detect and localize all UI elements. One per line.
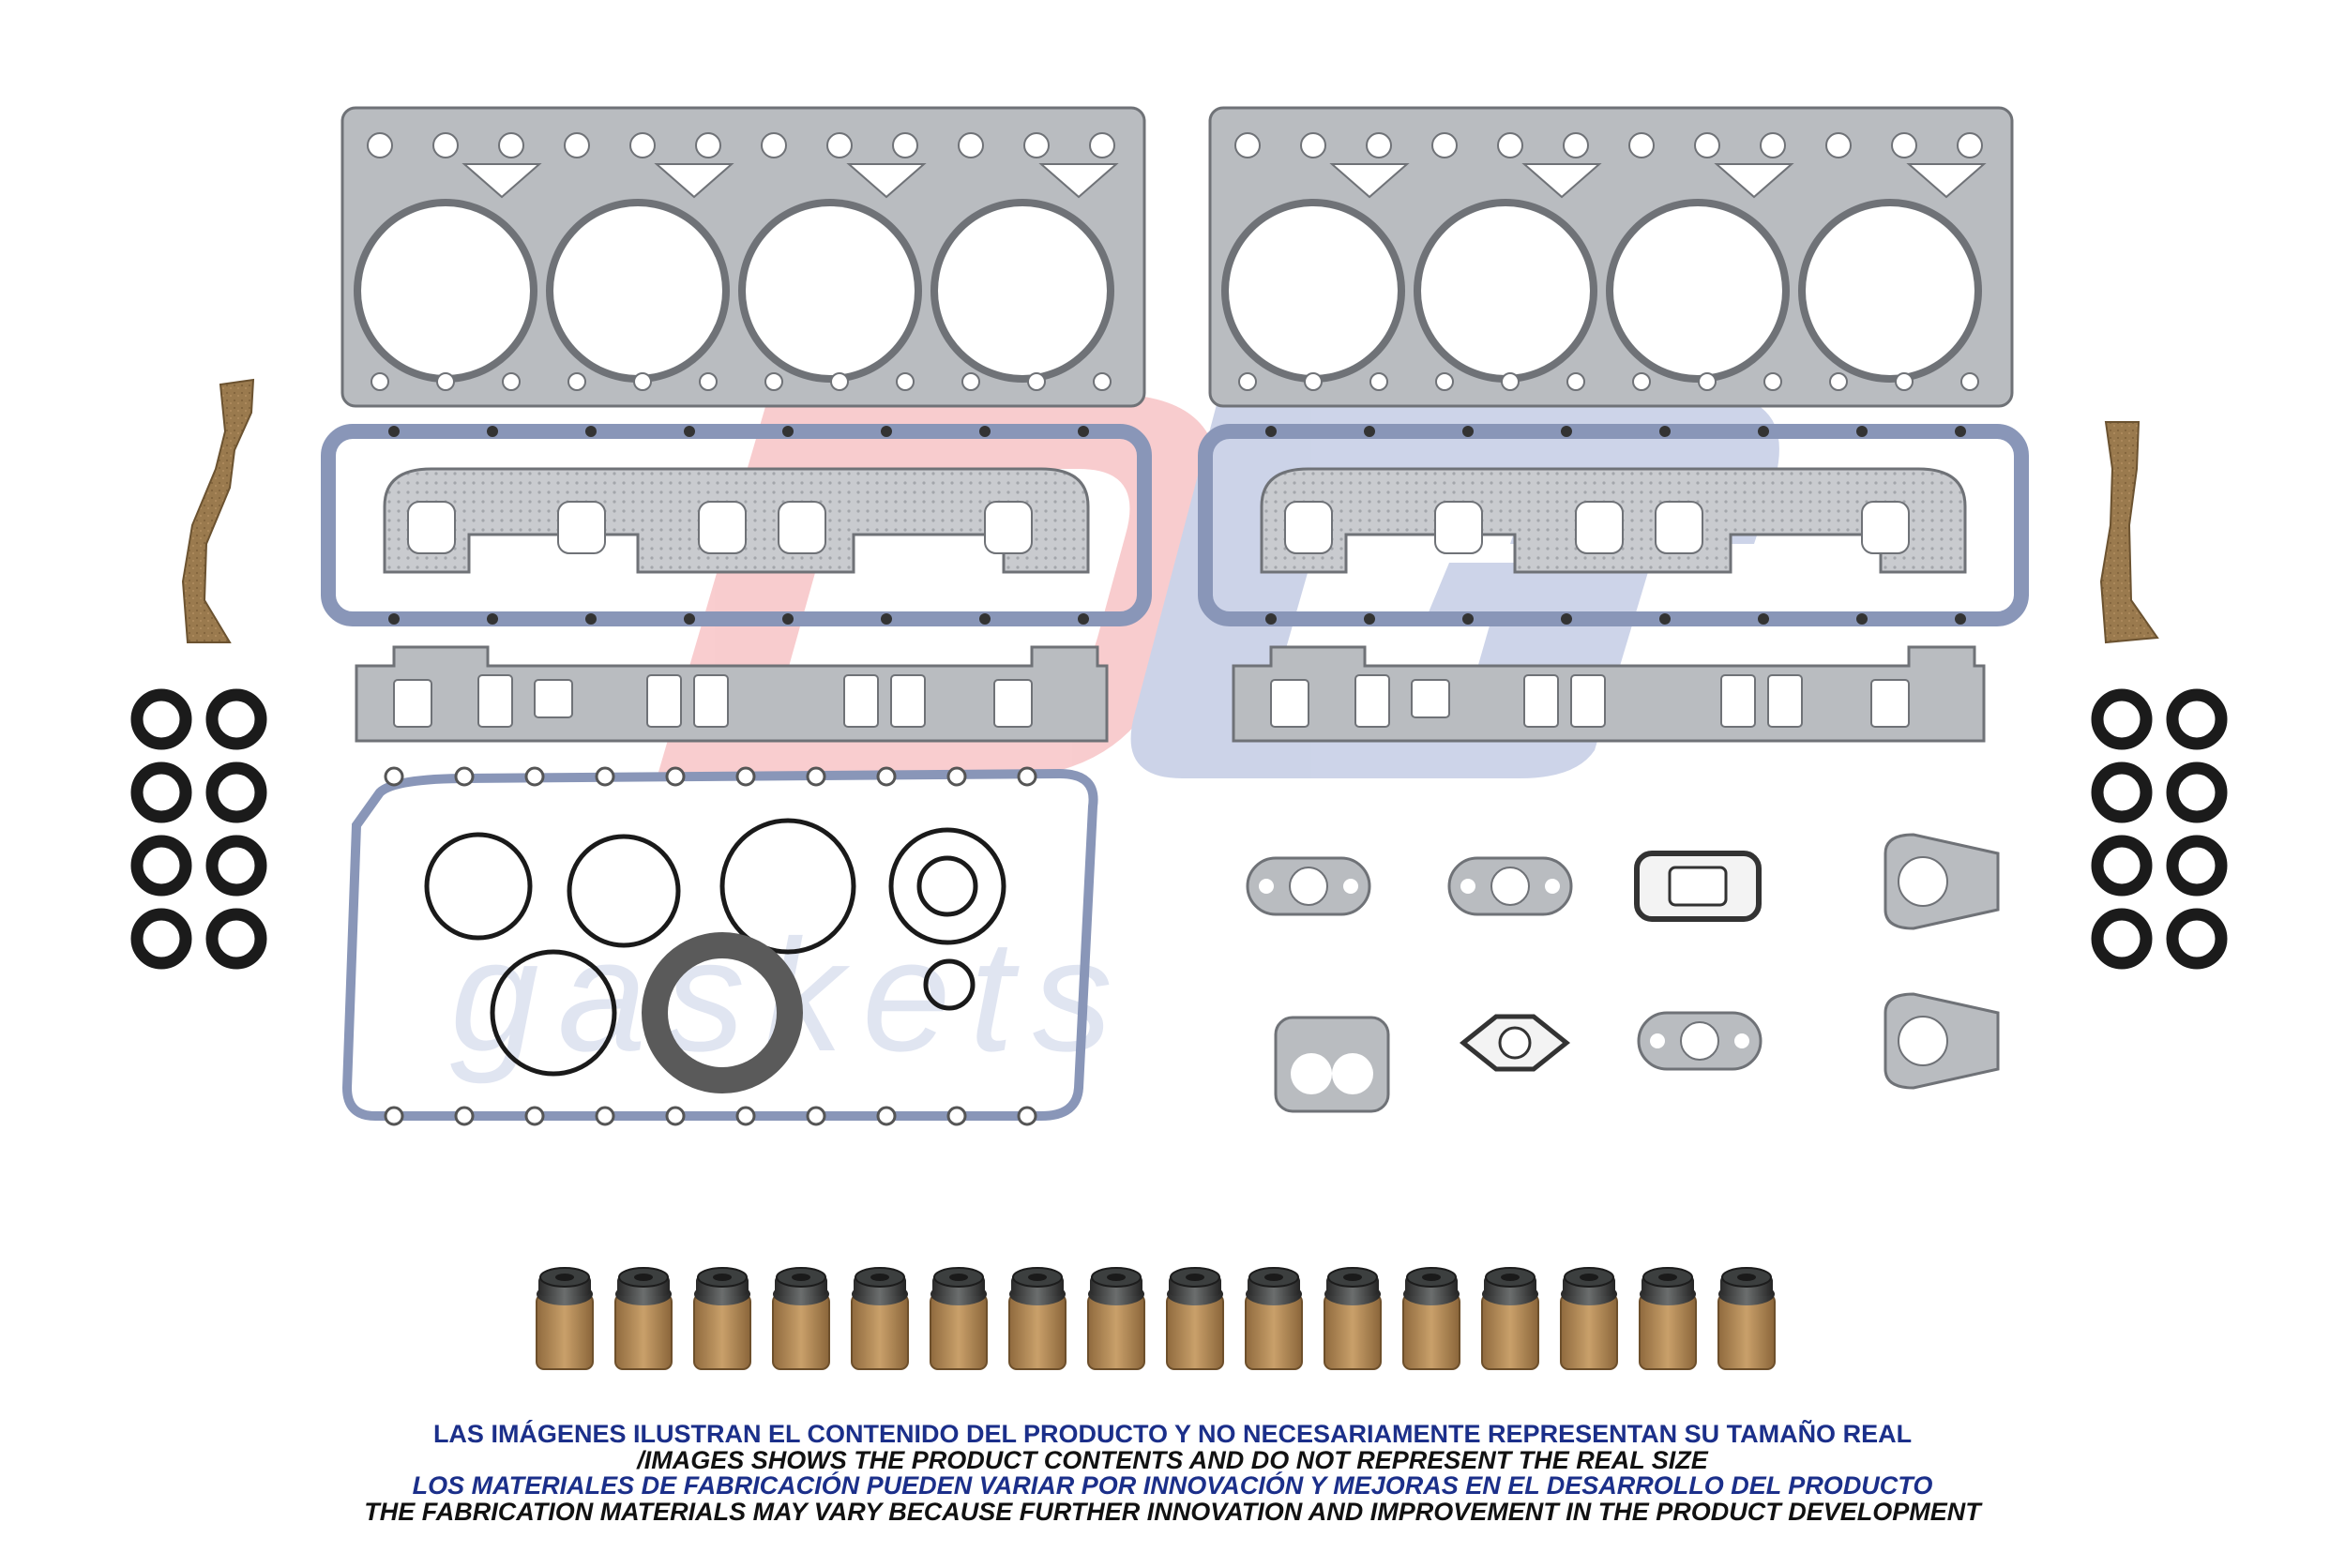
o-ring — [130, 761, 192, 823]
o-ring-set — [130, 688, 267, 970]
o-ring — [205, 908, 267, 970]
valve-stem-seal — [1639, 1267, 1697, 1370]
valve-stem-seal — [693, 1267, 751, 1370]
o-ring — [205, 835, 267, 897]
valve-cover-gasket — [321, 424, 1152, 626]
o-ring — [130, 688, 192, 750]
o-ring — [2091, 908, 2153, 970]
cylinder-bore — [361, 206, 530, 375]
cylinder-bore — [1613, 206, 1782, 375]
o-ring-sets — [130, 688, 2228, 970]
water-pump-gasket — [1459, 1014, 1571, 1072]
head-gasket — [1208, 106, 2014, 408]
o-ring — [2166, 908, 2228, 970]
o-ring — [2166, 688, 2228, 750]
cylinder-bore — [1421, 206, 1590, 375]
valve-stem-seal — [1560, 1267, 1618, 1370]
valve-stem-seal — [1402, 1267, 1460, 1370]
cork-end-seals — [181, 378, 2159, 644]
valve-stem-seal — [1087, 1267, 1145, 1370]
o-ring — [205, 688, 267, 750]
water-outlet-gasket — [1447, 856, 1573, 916]
thermostat-gasket — [1884, 833, 2000, 930]
front-seal — [642, 932, 803, 1093]
valve-stem-seal — [1008, 1267, 1067, 1370]
valve-stem-seals — [536, 1267, 1776, 1370]
egr-gasket — [1637, 1011, 1763, 1071]
o-ring — [2166, 835, 2228, 897]
o-ring — [424, 832, 533, 941]
o-ring — [130, 908, 192, 970]
valve-stem-seal — [772, 1267, 830, 1370]
cylinder-bore — [553, 206, 722, 375]
o-ring — [888, 827, 1006, 945]
valve-cover-gaskets — [321, 424, 2029, 626]
cylinder-bore — [1229, 206, 1398, 375]
small-gaskets — [1246, 833, 2000, 1113]
disclaimer-line-4: THE FABRICATION MATERIALS MAY VARY BECAU… — [364, 1498, 1981, 1526]
disclaimer-line-2: /IMAGES SHOWS THE PRODUCT CONTENTS AND D… — [637, 1446, 1708, 1474]
valve-stem-seal — [1481, 1267, 1539, 1370]
head-gasket — [340, 106, 1146, 408]
water-outlet-gasket — [1246, 856, 1371, 916]
o-ring — [916, 855, 978, 917]
o-ring — [130, 835, 192, 897]
valve-stem-seal — [1245, 1267, 1303, 1370]
o-ring — [923, 958, 976, 1011]
valve-stem-seal — [614, 1267, 673, 1370]
timing-cover-gasket-set — [341, 766, 1098, 1126]
o-ring — [567, 834, 681, 948]
disclaimer-line-3: LOS MATERIALES DE FABRICACIÓN PUEDEN VAR… — [412, 1471, 1933, 1500]
cylinder-bore — [938, 206, 1107, 375]
o-ring — [205, 761, 267, 823]
intake-gasket — [355, 645, 1109, 743]
intake-manifold-gaskets — [355, 645, 1986, 743]
cork-seal-left — [181, 378, 255, 643]
o-ring — [2091, 688, 2153, 750]
cylinder-head-gaskets — [340, 106, 2014, 408]
valve-stem-seal — [1324, 1267, 1382, 1370]
valve-stem-seal — [536, 1267, 594, 1370]
o-ring — [2166, 761, 2228, 823]
thermostat-gasket — [1884, 992, 2000, 1090]
o-ring — [719, 818, 856, 955]
cylinder-bore — [1806, 206, 1974, 375]
disclaimer-line-1: LAS IMÁGENES ILUSTRAN EL CONTENIDO DEL P… — [432, 1420, 1913, 1448]
cylinder-bore — [746, 206, 915, 375]
valve-cover-gasket — [1198, 424, 2029, 626]
valve-stem-seal — [851, 1267, 909, 1370]
o-ring — [490, 949, 617, 1077]
intake-gasket — [1232, 645, 1986, 743]
o-ring — [2091, 835, 2153, 897]
valve-stem-seal — [1166, 1267, 1224, 1370]
o-ring-set — [2091, 688, 2228, 970]
o-ring — [2091, 761, 2153, 823]
square-gasket — [1634, 851, 1762, 922]
timing-cover-gasket — [341, 768, 1098, 1121]
valve-stem-seal — [1717, 1267, 1776, 1370]
cork-seal-right — [2099, 421, 2159, 644]
throttle-body-gasket — [1274, 1016, 1390, 1113]
valve-stem-seal — [930, 1267, 988, 1370]
